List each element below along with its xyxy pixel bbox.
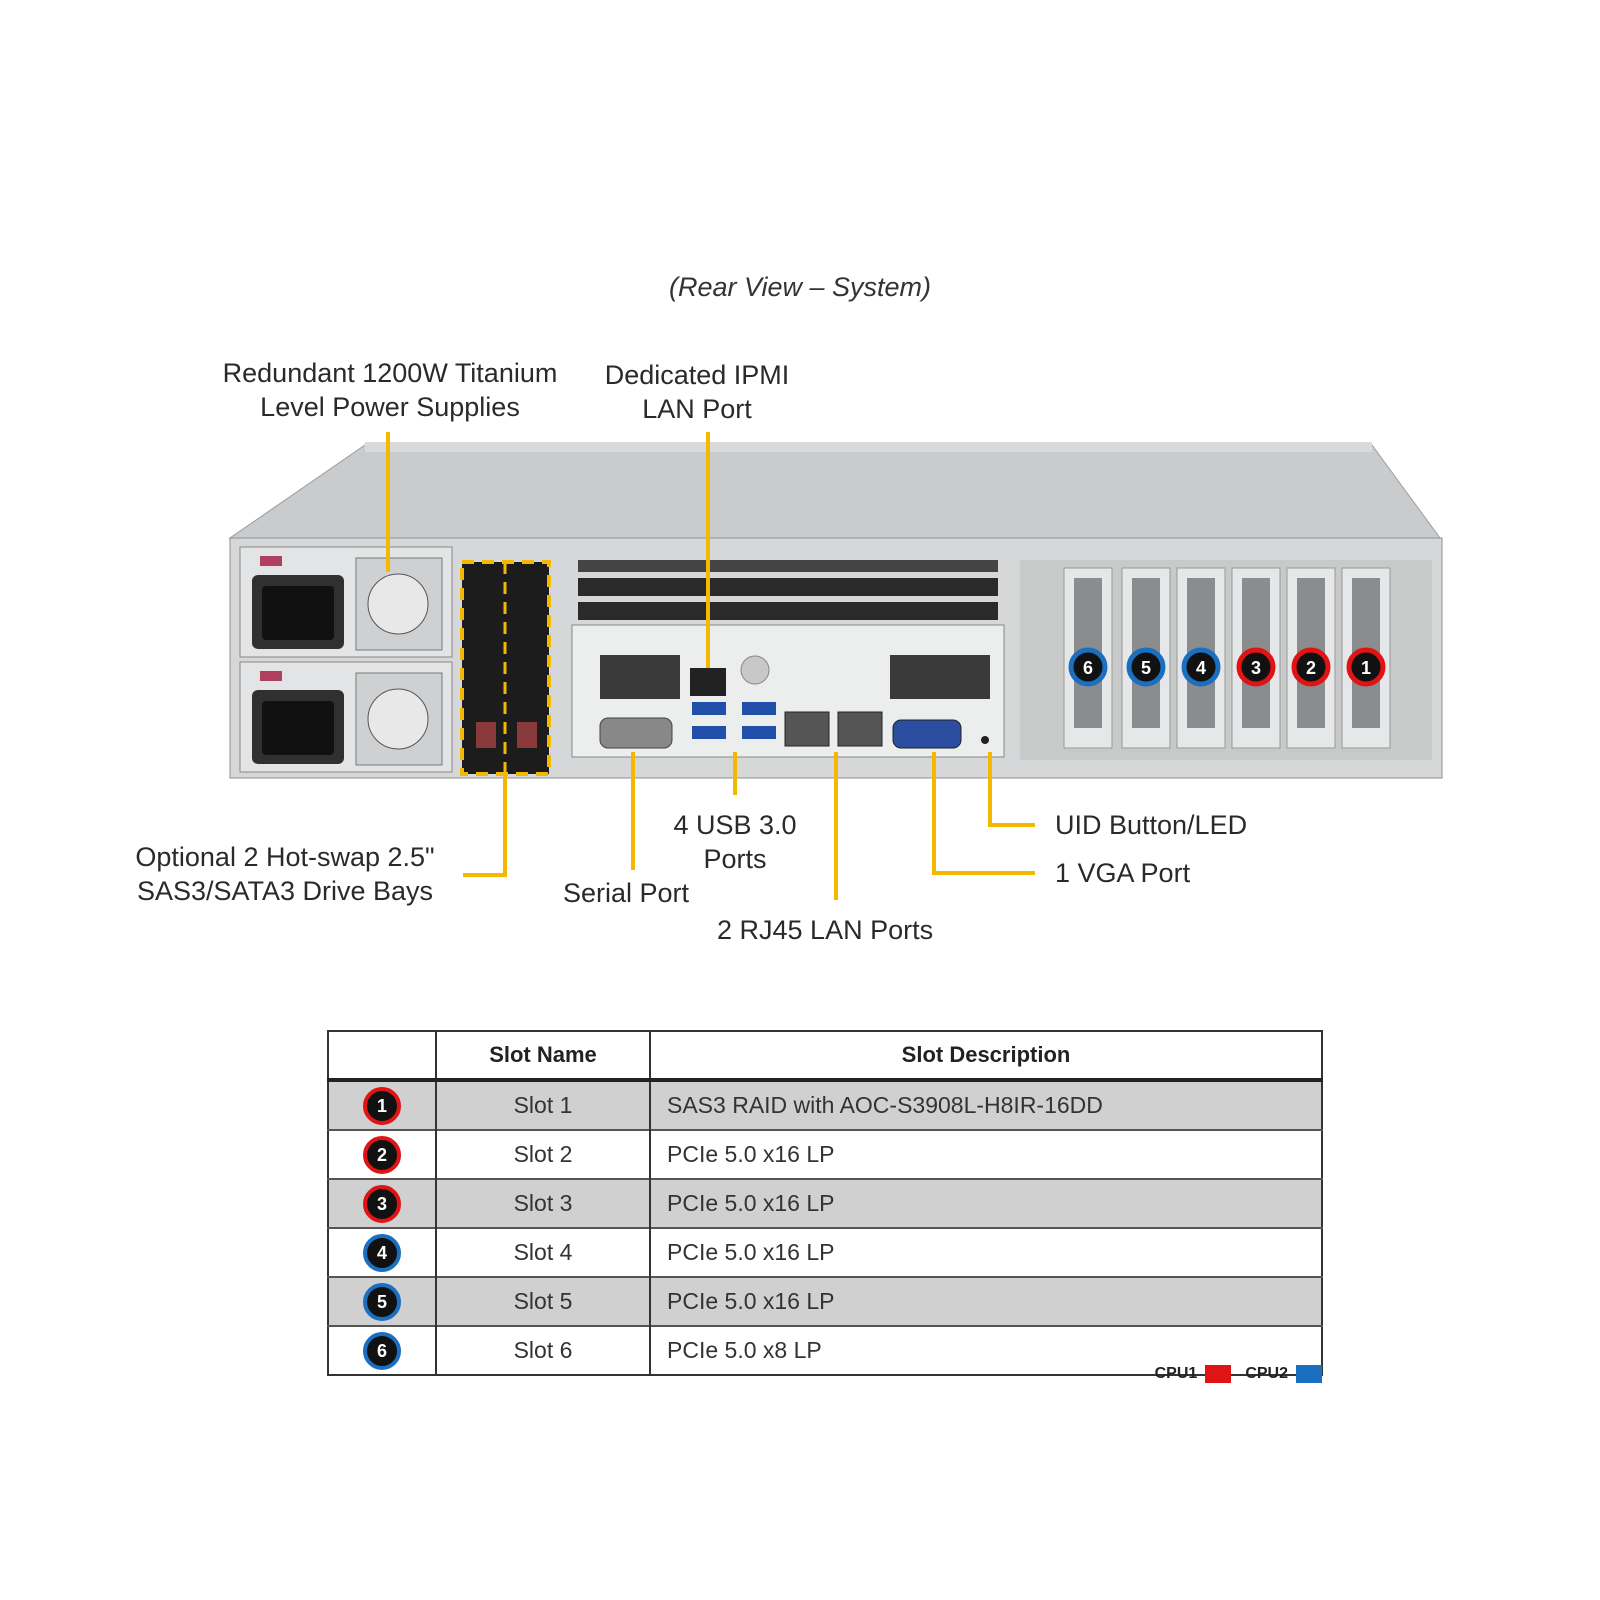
drive-bays-leader	[463, 775, 507, 877]
slot-badge: 3	[363, 1184, 401, 1223]
header-slot-name: Slot Name	[435, 1031, 650, 1082]
uid-button	[981, 736, 989, 744]
slot-badge-circle	[1068, 647, 1108, 687]
diagram-title: (Rear View – System)	[668, 272, 932, 302]
slot-badge: 5	[363, 1282, 401, 1321]
slot-description: PCIe 5.0 x16 LP	[649, 1129, 1322, 1179]
power-supply-2	[239, 661, 453, 773]
slot-badge-number: 4	[1196, 658, 1206, 678]
chassis-top	[228, 444, 1441, 539]
slot-badge-cell: 6	[328, 1325, 436, 1375]
vga-leader	[932, 752, 1035, 875]
callout-ipmi: Dedicated IPMI LAN Port	[604, 360, 790, 424]
cpu-legend: CPU1 CPU2	[1155, 1365, 1322, 1383]
serial-port	[599, 717, 673, 749]
slot-badge-circle	[1181, 647, 1221, 687]
legend-cpu1-label: CPU1	[1154, 1365, 1198, 1382]
slot-name: Slot 6	[435, 1325, 650, 1375]
slot-description: SAS3 RAID with AOC-S3908L-H8IR-16DD	[649, 1079, 1322, 1130]
slot-badge: 6	[363, 1331, 401, 1370]
callout-serial: Serial Port	[563, 878, 690, 908]
slot-name: Slot 2	[435, 1129, 650, 1179]
power-supply-1	[239, 546, 453, 658]
callout-vga: 1 VGA Port	[1055, 858, 1191, 888]
chassis-top-lip	[365, 442, 1372, 452]
slot-description: PCIe 5.0 x16 LP	[649, 1227, 1322, 1277]
callout-drive-bays: Optional 2 Hot-swap 2.5" SAS3/SATA3 Driv…	[135, 842, 435, 906]
slot-badge-circle	[1291, 647, 1331, 687]
header-badge	[328, 1031, 436, 1082]
callout-lines	[386, 432, 1035, 900]
uid-leader	[988, 752, 1035, 827]
slot-badge-circle	[1236, 647, 1276, 687]
slot-badge-circle	[1126, 647, 1166, 687]
slot-badge-number: 3	[1251, 658, 1261, 678]
slot-badge-cell: 5	[328, 1276, 436, 1326]
slot-badge-number: 1	[1361, 658, 1371, 678]
slot-badge-cell: 1	[328, 1079, 436, 1130]
slot-badge-circle	[1346, 647, 1386, 687]
slot-name: Slot 4	[435, 1227, 650, 1277]
header-slot-description: Slot Description	[649, 1031, 1322, 1082]
top-vent	[578, 560, 998, 620]
slot-name: Slot 1	[435, 1079, 650, 1130]
legend-cpu2-swatch	[1296, 1365, 1322, 1383]
drive-bays	[460, 560, 551, 776]
slot-description: PCIe 5.0 x16 LP	[649, 1178, 1322, 1228]
callout-lan: 2 RJ45 LAN Ports	[717, 915, 934, 945]
slot-description: PCIe 5.0 x16 LP	[649, 1276, 1322, 1326]
slot-badge-number: 6	[1083, 658, 1093, 678]
slot-badge: 2	[363, 1135, 401, 1174]
table-header-row: Slot Name Slot Description	[328, 1031, 1322, 1082]
slot-badge: 1	[363, 1086, 401, 1125]
lan-port-2	[837, 711, 883, 747]
slot-badge-cell: 3	[328, 1178, 436, 1228]
slot-name: Slot 3	[435, 1178, 650, 1228]
lan-port-1	[784, 711, 830, 747]
server-rear-illustration: 6 5 4 3 2 1	[228, 432, 1443, 900]
ipmi-port	[690, 668, 726, 696]
callout-usb: 4 USB 3.0 Ports	[673, 810, 797, 874]
legend-cpu1-swatch	[1205, 1365, 1232, 1383]
legend-cpu2-label: CPU2	[1245, 1365, 1288, 1382]
slot-name: Slot 5	[435, 1276, 650, 1326]
slot-badge: 4	[363, 1233, 401, 1272]
callout-power-supplies: Redundant 1200W Titanium Level Power Sup…	[222, 358, 558, 422]
usb-ports	[692, 702, 776, 739]
slot-badge-cell: 2	[328, 1129, 436, 1179]
vga-port	[892, 719, 962, 749]
callout-uid: UID Button/LED	[1055, 810, 1248, 840]
slot-badge-cell: 4	[328, 1227, 436, 1277]
slot-badge-number: 2	[1306, 658, 1316, 678]
slot-badge-number: 5	[1141, 658, 1151, 678]
